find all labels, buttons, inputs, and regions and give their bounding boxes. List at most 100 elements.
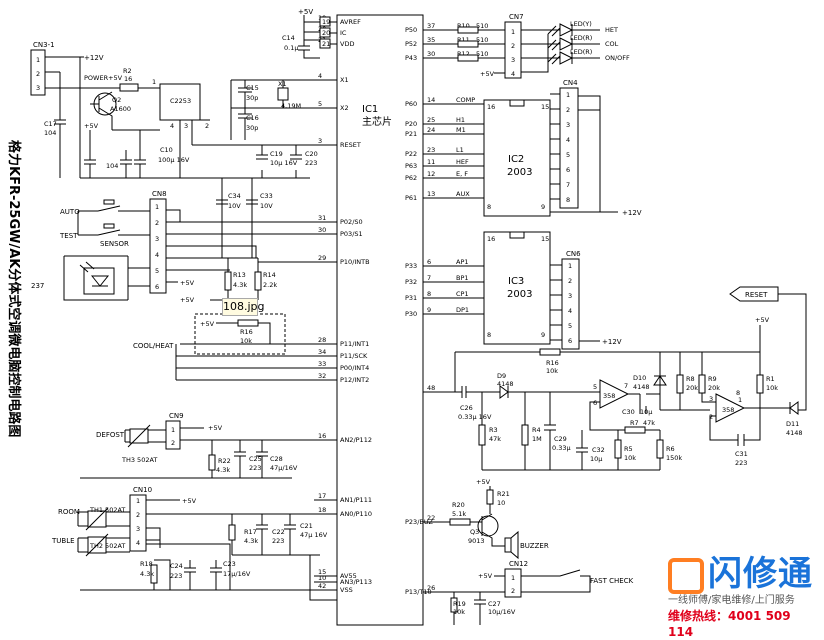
q3-value: 9013	[468, 537, 485, 545]
c22-value: 223	[272, 537, 284, 545]
ic1-right-pin-label: P30	[405, 310, 417, 318]
ic3-pin16: 16	[487, 235, 495, 243]
led-function-label: HET	[605, 26, 618, 34]
room-label: ROOM	[58, 508, 80, 516]
ic1-right-pin-number: 11	[427, 158, 435, 166]
c16-label: C16	[246, 114, 259, 122]
cn9-label: CN9	[169, 412, 184, 420]
ic1-right-pin-label: P62	[405, 174, 417, 182]
cn6-pins-number: 4	[568, 307, 572, 315]
svg-text:2: 2	[511, 42, 515, 50]
led-symbol	[530, 23, 600, 37]
cn8-pins-number: 1	[155, 203, 159, 211]
defost-label: DEFOST	[96, 431, 125, 439]
ic1-left-pin-label: P10/INTB	[340, 258, 370, 266]
ic2-pin16: 16	[487, 103, 495, 111]
c33-label: C33	[260, 192, 273, 200]
svg-text:1: 1	[171, 426, 175, 434]
plus5v-cn10: +5V	[182, 497, 197, 505]
cn12-connector	[504, 568, 522, 598]
d10-label: D10	[633, 374, 646, 382]
r1-value: 10k	[766, 384, 778, 392]
svg-text:1: 1	[511, 28, 515, 36]
ic2-input-label: M1	[456, 126, 466, 134]
c30-label: C30	[622, 408, 635, 416]
ic1-right-pin-number: 7	[427, 274, 431, 282]
brand-watermark: 闪修通 一线师傅/家电维修/上门服务 维修热线：4001 509 114	[668, 554, 818, 639]
ic1-left-pin-number: 33	[318, 360, 326, 368]
ic1-left-pin-number: 42	[318, 582, 326, 590]
ic1-right-pin-number: 23	[427, 146, 435, 154]
q2-label: Q2	[112, 96, 121, 104]
ic1-right-pins: 37P5035P5230P4314P6025P2024P2123P2211P63…	[405, 22, 435, 596]
reset-flag-label: RESET	[745, 291, 768, 299]
r7-value: 47k	[643, 419, 655, 427]
cn8-connector	[149, 198, 167, 294]
cn6-label: CN6	[566, 250, 581, 258]
ic1-left-pin-number: 5	[318, 100, 322, 108]
ic1-right-pin-label: P21	[405, 130, 417, 138]
r3-label: R3	[489, 426, 498, 434]
cn12-label: CN12	[509, 560, 528, 568]
ic1-right-pin-number: 24	[427, 126, 435, 134]
r1-label: R1	[766, 375, 775, 383]
ic1-right-pin-label: P63	[405, 162, 417, 170]
coolheat-label: COOL/HEAT	[133, 342, 174, 350]
ic2-pin9: 9	[541, 203, 545, 211]
c14-value: 0.1μ	[284, 44, 298, 52]
ic1-right-pin-number: 37	[427, 22, 435, 30]
ic1-left-pin-number: 31	[318, 214, 326, 222]
ic1-right-pin-label: P43	[405, 54, 417, 62]
svg-text:3: 3	[709, 395, 713, 403]
r13-value: 4.3k	[233, 281, 247, 289]
r11-value: 510	[476, 36, 488, 44]
r16b-label: R16	[546, 359, 559, 367]
r2-label: R2	[123, 67, 132, 75]
led-light-rays	[547, 39, 561, 51]
ic2-input-label: AUX	[456, 190, 470, 198]
cn6-pins-number: 2	[568, 277, 572, 285]
r22-label: R22	[218, 457, 231, 465]
plus5v-coolheat: +5V	[200, 320, 215, 328]
ic1-left-pin-label: AV55	[340, 572, 357, 580]
c24-value: 223	[170, 572, 182, 580]
sensor-label: SENSOR	[100, 240, 129, 248]
r21-value: 10	[497, 499, 505, 507]
svg-text:3: 3	[511, 56, 515, 64]
ic2-input-label: H1	[456, 116, 465, 124]
led-symbol	[530, 51, 600, 65]
cn8-pins-number: 2	[155, 219, 159, 227]
svg-text:1: 1	[738, 396, 742, 404]
c16-value: 30p	[246, 124, 258, 132]
cn4-pins-number: 7	[566, 181, 570, 189]
ic2-pin8: 8	[487, 203, 491, 211]
svg-text:4: 4	[511, 70, 515, 78]
c10-label: C10	[160, 146, 173, 154]
cn7-connector	[504, 21, 522, 79]
svg-text:3: 3	[184, 122, 188, 130]
ic1-left-pin-number: 4	[318, 72, 322, 80]
cn10-pins-number: 1	[136, 497, 140, 505]
led-function-label: COL	[605, 40, 619, 48]
c27-value: 10μ/16V	[488, 608, 516, 616]
cn6-pins-number: 3	[568, 292, 572, 300]
cn3-label: CN3-1	[33, 41, 55, 49]
cn4-pins-number: 1	[566, 91, 570, 99]
ic3-pin15: 15	[541, 235, 549, 243]
plus5v-buzzer: +5V	[476, 478, 491, 486]
ic1-left-pin-number: 34	[318, 348, 326, 356]
ic1-right-pin-number: 35	[427, 36, 435, 44]
ic1-right-pin-number: 48	[427, 384, 435, 392]
d11-value: 4148	[786, 429, 803, 437]
cn4-pins-number: 2	[566, 106, 570, 114]
ic3-input-label: BP1	[456, 274, 469, 282]
svg-text:19: 19	[322, 18, 330, 26]
brand-logo-icon	[668, 557, 704, 594]
svg-text:2: 2	[511, 587, 515, 595]
r12-label: R12	[457, 50, 470, 58]
cn8-label: CN8	[152, 190, 167, 198]
